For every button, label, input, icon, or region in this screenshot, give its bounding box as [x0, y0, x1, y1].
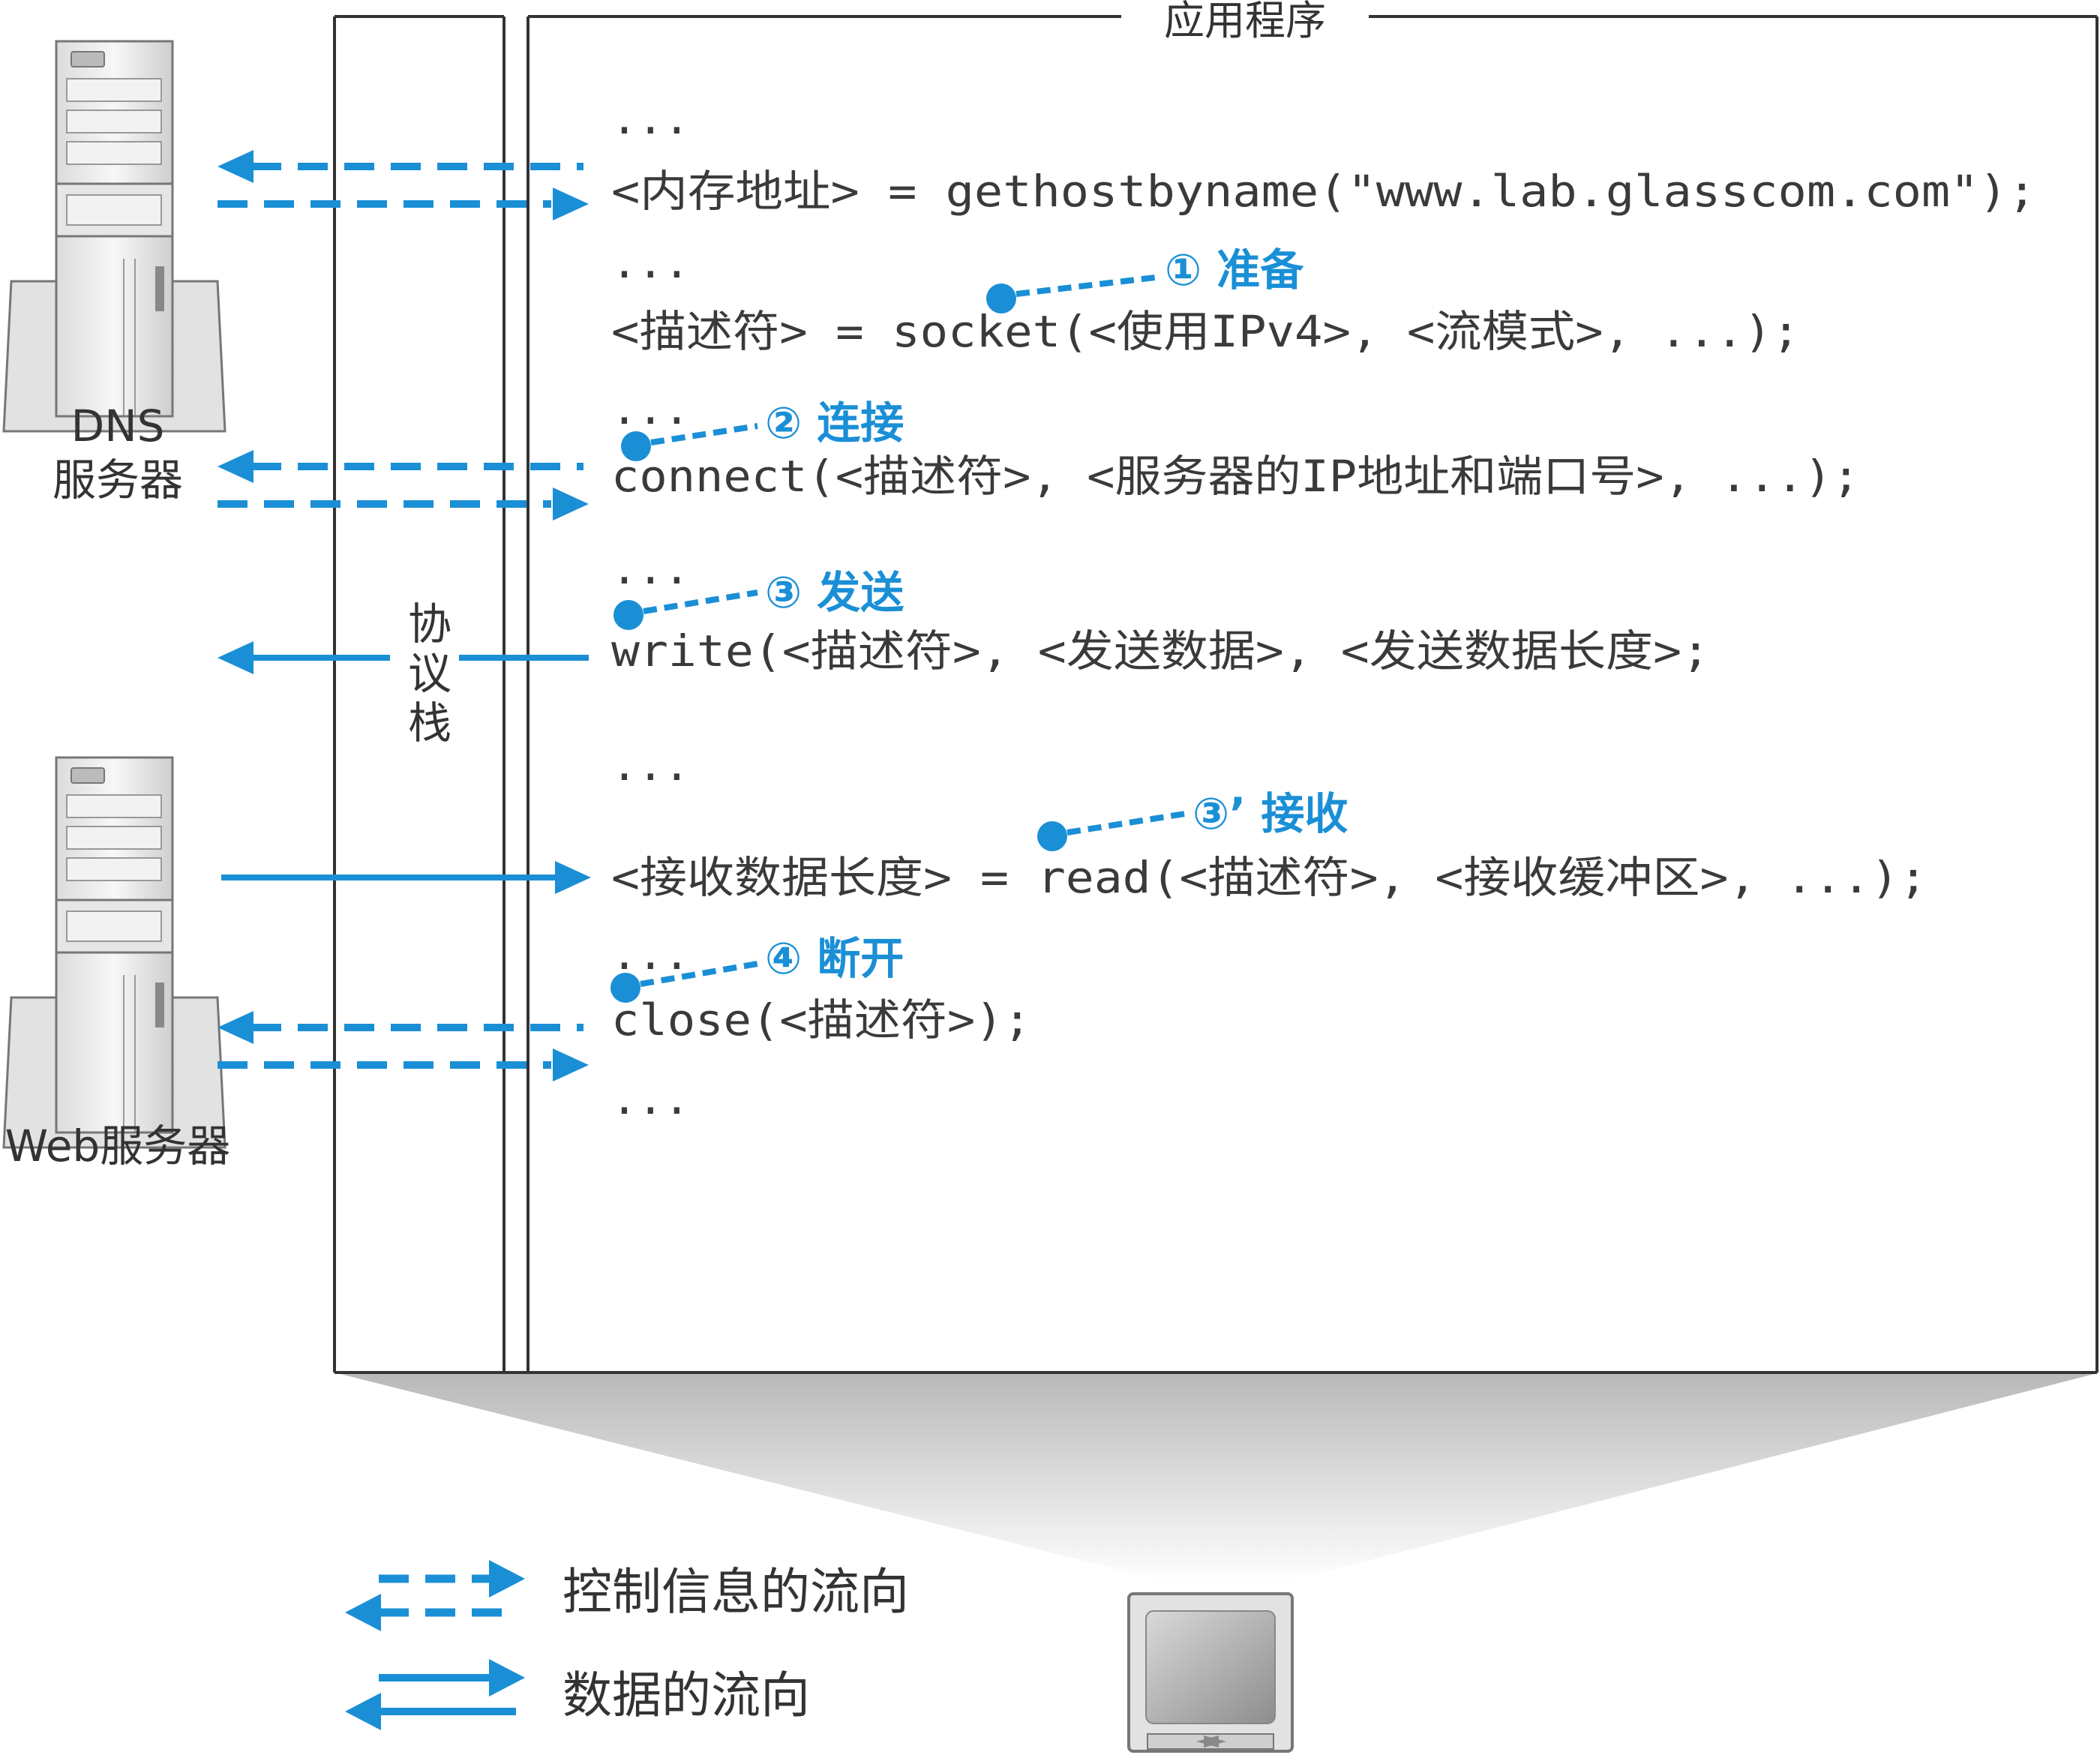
code-write: write(<描述符>, <发送数据>, <发送数据长度>; [611, 626, 1710, 676]
callout-connect [621, 423, 758, 461]
code-dots-3: ... [611, 383, 690, 434]
callout-disconnect [610, 961, 758, 1003]
protocol-stack-label-2: 议 [408, 648, 452, 699]
code-close: close(<描述符>); [611, 994, 1031, 1046]
annotation-send: ③ 发送 [765, 567, 904, 618]
callout-receive [1037, 811, 1186, 851]
legend-data-label: 数据的流向 [562, 1666, 810, 1724]
annotation-receive: ③’ 接收 [1192, 788, 1348, 839]
dns-server-icon [2, 40, 226, 433]
annotation-disconnect: ④ 断开 [765, 933, 904, 984]
code-gethostbyname: <内存地址> = gethostbyname("www.lab.glasscom… [611, 166, 2036, 217]
view-funnel [334, 1372, 2100, 1582]
computer-monitor-icon [1127, 1592, 1294, 1753]
code-dots-4: ... [611, 543, 690, 594]
code-dots-6: ... [611, 928, 690, 980]
app-title: 应用程序 [1164, 0, 1326, 44]
code-dots-2: ... [611, 237, 690, 288]
code-dots-5: ... [611, 740, 690, 790]
annotation-connect: ② 连接 [765, 398, 904, 448]
control-arrow-connect [218, 450, 589, 520]
annotation-prepare: ① 准备 [1165, 244, 1304, 296]
dns-server-label-line1: DNS [71, 400, 165, 452]
data-arrow-write [218, 641, 589, 674]
dns-server-label-line2: 服务器 [52, 454, 183, 506]
legend-data-arrow [345, 1659, 525, 1730]
protocol-stack-label-3: 栈 [408, 698, 452, 748]
code-dots-1: ... [611, 93, 690, 144]
code-connect: connect(<描述符>, <服务器的IP地址和端口号>, ...); [611, 451, 1860, 502]
callout-prepare [986, 274, 1156, 314]
web-server-icon [2, 756, 226, 1149]
protocol-stack-label-1: 协 [408, 598, 452, 650]
code-dots-7: ... [611, 1073, 690, 1124]
callout-send [614, 590, 758, 630]
web-server-label: Web服务器 [5, 1120, 230, 1172]
control-arrow-close [218, 1011, 589, 1082]
legend-control-label: 控制信息的流向 [562, 1563, 909, 1621]
control-arrow-gethostbyname [218, 150, 589, 220]
legend-control-arrow [345, 1560, 525, 1631]
data-arrow-read [221, 861, 591, 894]
code-read: <接收数据长度> = read(<描述符>, <接收缓冲区>, ...); [611, 852, 1928, 903]
code-socket: <描述符> = socket(<使用IPv4>, <流模式>, ...); [611, 306, 1800, 357]
